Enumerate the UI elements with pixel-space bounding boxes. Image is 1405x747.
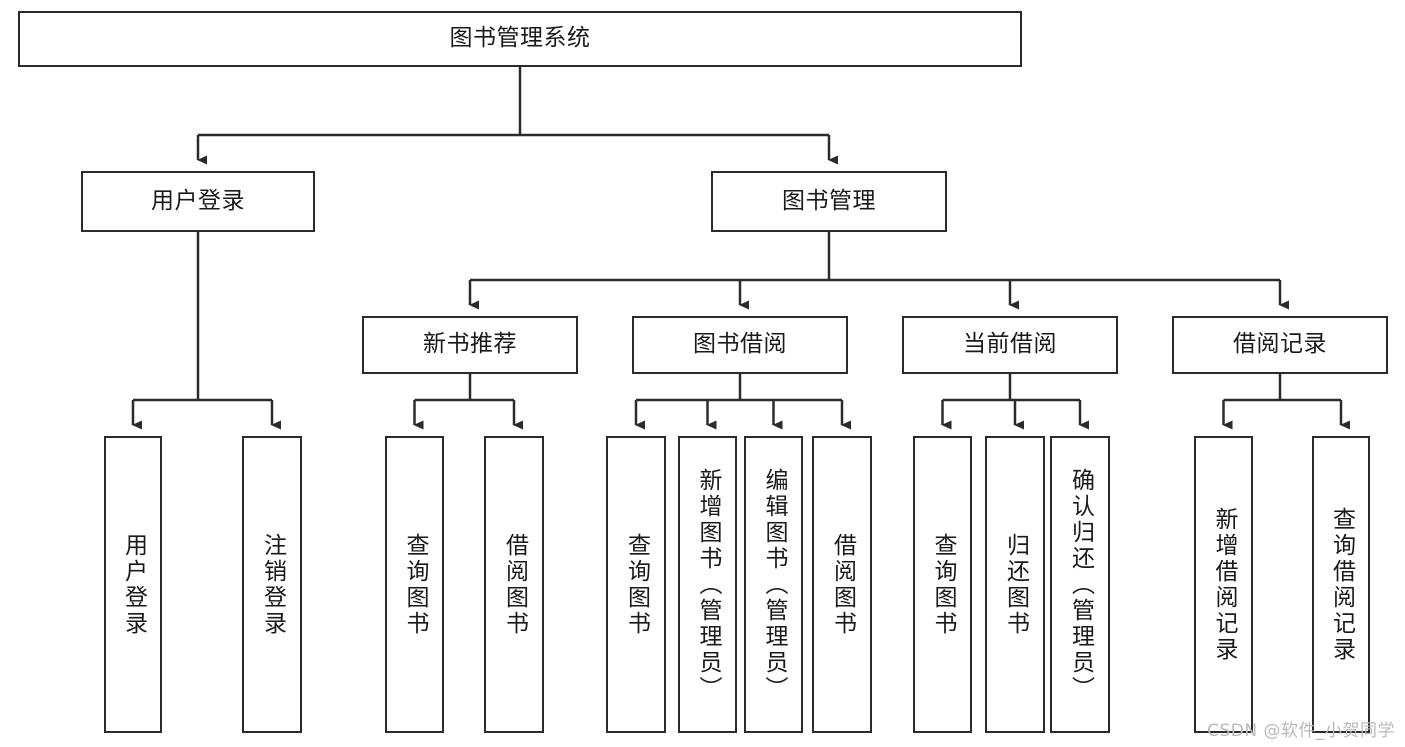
node-borrow-record[interactable]: 借阅记录 [1172, 316, 1388, 374]
node-leaf-confirm-return[interactable]: 确认归还（管理员） [1050, 436, 1110, 733]
node-label: 用户登录 [120, 532, 147, 637]
node-label: 用户登录 [151, 187, 245, 214]
node-label: 借阅记录 [1233, 331, 1327, 358]
node-leaf-logout[interactable]: 注销登录 [242, 436, 302, 733]
node-label: 图书管理系统 [449, 25, 591, 52]
node-leaf-query-record[interactable]: 查询借阅记录 [1312, 436, 1370, 733]
node-leaf-return-book[interactable]: 归还图书 [985, 436, 1045, 733]
node-leaf-borrow-book-1[interactable]: 借阅图书 [484, 436, 544, 733]
node-label: 查询图书 [930, 532, 956, 637]
node-leaf-borrow-book-2[interactable]: 借阅图书 [812, 436, 872, 733]
node-label: 借阅图书 [501, 532, 528, 637]
node-label: 当前借阅 [963, 331, 1057, 358]
node-book-manage[interactable]: 图书管理 [711, 171, 947, 232]
node-leaf-query-book-1[interactable]: 查询图书 [385, 436, 444, 733]
node-label: 查询图书 [402, 532, 428, 637]
node-label: 图书借阅 [693, 331, 787, 358]
node-current-borrow[interactable]: 当前借阅 [902, 316, 1118, 374]
node-leaf-query-book-2[interactable]: 查询图书 [606, 436, 666, 733]
node-leaf-query-book-3[interactable]: 查询图书 [913, 436, 972, 733]
node-new-book-rec[interactable]: 新书推荐 [362, 316, 578, 374]
node-root[interactable]: 图书管理系统 [18, 11, 1022, 67]
node-label: 新增图书（管理员） [695, 467, 721, 702]
node-label: 确认归还（管理员） [1067, 467, 1094, 702]
node-label: 归还图书 [1002, 532, 1029, 637]
node-label: 查询图书 [623, 532, 650, 637]
node-label: 查询借阅记录 [1328, 506, 1355, 663]
node-label: 借阅图书 [829, 532, 856, 637]
node-label: 注销登录 [259, 532, 286, 637]
node-label: 编辑图书（管理员） [761, 467, 787, 702]
node-label: 图书管理 [782, 187, 876, 214]
node-label: 新增借阅记录 [1211, 506, 1237, 663]
node-book-borrow[interactable]: 图书借阅 [632, 316, 848, 374]
node-leaf-add-book[interactable]: 新增图书（管理员） [678, 436, 737, 733]
node-leaf-user-login[interactable]: 用户登录 [104, 436, 162, 733]
node-leaf-edit-book[interactable]: 编辑图书（管理员） [744, 436, 803, 733]
node-leaf-add-record[interactable]: 新增借阅记录 [1194, 436, 1253, 733]
node-label: 新书推荐 [423, 331, 517, 358]
node-user-login[interactable]: 用户登录 [81, 171, 315, 232]
